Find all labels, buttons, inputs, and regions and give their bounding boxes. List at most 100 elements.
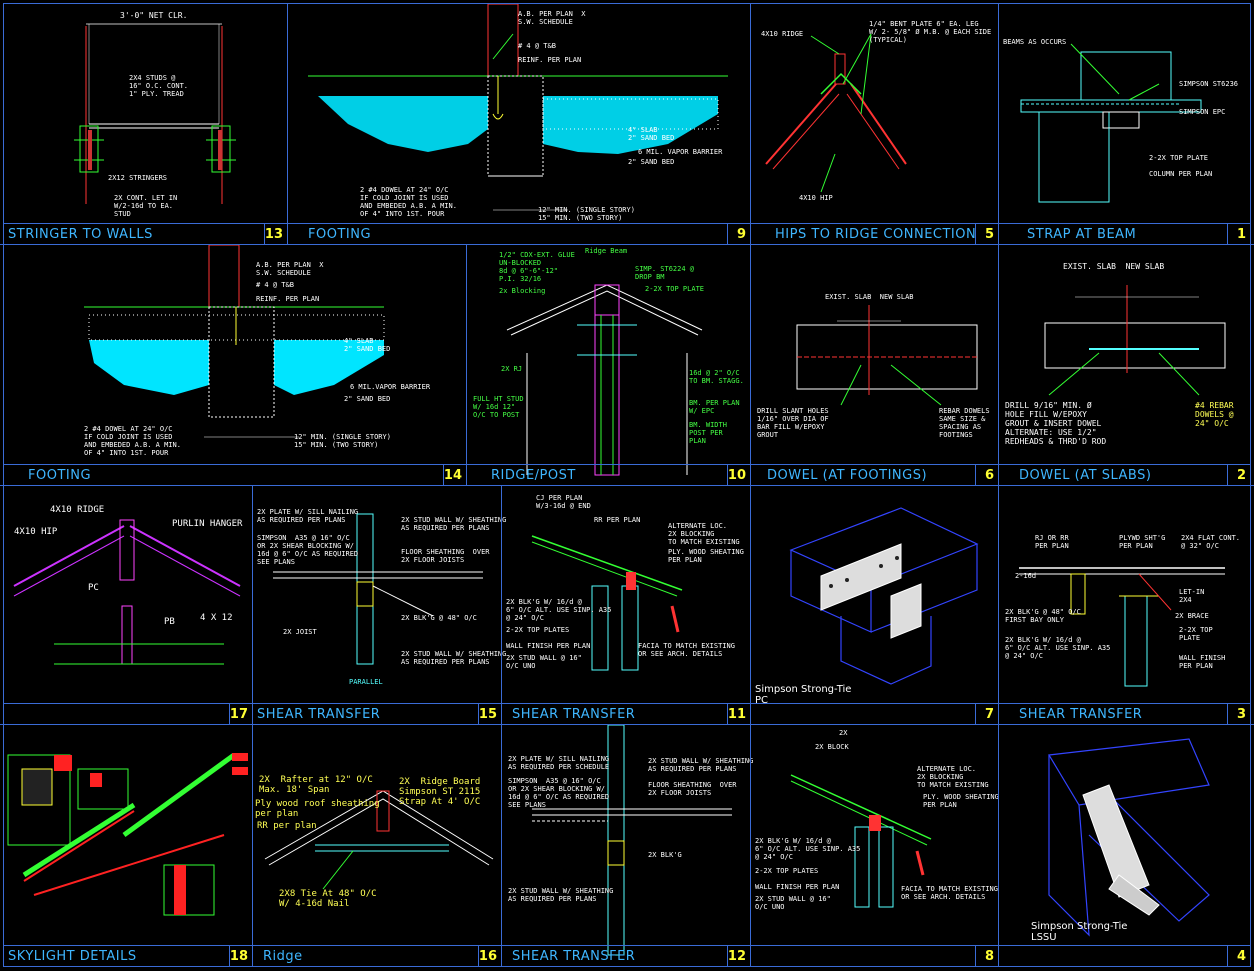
note: ALTERNATE LOC. 2X BLOCKING TO MATCH EXIS… [917,765,989,789]
panel-title: SHEAR TRANSFER [257,707,381,722]
panel-number: 18 [229,949,248,964]
note: 2-2X TOP PLATE [645,285,705,293]
note: 2X4 FLAT CONT. @ 32" O/C [1181,534,1241,550]
panel-title: FOOTING [28,468,92,483]
note: 2X Ridge Board Simpson ST 2115 Strap At … [399,777,481,807]
note: RR per plan [257,821,317,831]
note: EXIST. SLAB NEW SLAB [1063,262,1165,271]
note: 4X10 HIP [14,527,58,537]
note: EXIST. SLAB NEW SLAB [825,293,914,301]
panel-number: 10 [727,468,746,483]
panel-title: FOOTING [308,227,372,242]
dowel-footings-drawing [796,305,978,406]
panel-title: STRINGER TO WALLS [8,227,153,242]
title-bar [999,945,1250,966]
note: 2X BLK'G W/ 16/d @ 6" O/C ALT. USE SINP.… [506,598,612,622]
note: 2x Blocking [499,287,546,295]
note: FLOOR SHEATHING OVER 2X FLOOR JOISTS [401,548,490,564]
panel-title: RIDGE/POST [491,468,576,483]
panel-stringer-to-walls: 3'-0" NET CLR. 2X4 STUDS @ 16" O.C. CONT… [4,4,287,244]
note: DRILL 9/16" MIN. Ø HOLE FILL W/EPOXY GRO… [1005,401,1107,446]
panel-skylight-details: SKYLIGHT DETAILS 18 [4,725,252,966]
panel-number: 12 [727,949,746,964]
note: #4 REBAR DOWELS @ 24" O/C [1195,401,1234,428]
panel-title: DOWEL (AT SLABS) [1019,468,1152,483]
panel-ridge-post: 1/2" CDX-EXT. GLUE UN-BLOCKED 8d @ 6"-6"… [467,245,750,485]
note: WALL FINISH PER PLAN [1179,654,1226,670]
panel-shear-transfer-8: 2X 2X BLOCK ALTERNATE LOC. 2X BLOCKING T… [751,725,999,966]
panel-shear-transfer-12: 2X PLATE W/ SILL NAILING AS REQUIRED PER… [502,724,753,966]
panel-title: STRAP AT BEAM [1027,227,1137,242]
note: PC [88,583,99,593]
note: 2X STUD WALL W/ SHEATHING AS REQUIRED PE… [401,650,507,666]
note: REBAR DOWELS SAME SIZE & SPACING AS FOOT… [939,407,990,439]
panel-number: 2 [1236,468,1246,483]
panel-title: SHEAR TRANSFER [512,949,636,964]
note: 2-2X TOP PLATES [755,867,819,875]
note: SIMP. ST6224 @ DROP BM [635,265,695,281]
panel-dowel-slabs: EXIST. SLAB NEW SLAB DRILL 9/16" MIN. Ø … [999,245,1250,485]
note: SIMPSON A35 @ 16" O/C OR 2X SHEAR BLOCKI… [257,534,359,566]
panel-number: 16 [478,949,497,964]
note: REINF. PER PLAN [518,56,582,64]
note: 2X4 STUDS @ 16" O.C. CONT. 1" PLY. TREAD [129,74,189,98]
note: SIMPSON ST6236 [1179,80,1239,88]
note: FLOOR SHEATHING OVER 2X FLOOR JOISTS [648,781,737,797]
panel-number: 14 [443,468,462,483]
footing-9-drawing [308,3,728,211]
note: 2X STUD WALL W/ SHEATHING AS REQUIRED PE… [401,516,507,532]
note: 2X STUD WALL @ 16" O/C UNO [506,654,582,670]
note: FACIA TO MATCH EXISTING OR SEE ARCH. DET… [638,642,735,658]
note: 2X BLK'G @ 48" O/C FIRST BAY ONLY [1005,608,1081,624]
note: 4 X 12 [200,613,233,623]
dowel-slabs-drawing [1044,285,1226,396]
note: 2X STUD WALL W/ SHEATHING AS REQUIRED PE… [508,887,614,903]
note: 1/4" BENT PLATE 6" EA. LEG W/ 2- 5/8" Ø … [869,20,992,44]
note: ALTERNATE LOC. 2X BLOCKING TO MATCH EXIS… [668,522,740,546]
title-bar [751,945,998,966]
panel-shear-transfer-3: RJ OR RR PER PLAN PLYWD SHT'G PER PLAN 2… [999,486,1250,724]
note: 2X [839,729,848,737]
note: # 4 @ T&B [256,281,294,289]
subtitle: Simpson Strong-Tie LSSU [1031,921,1128,943]
panel-simpson-pc: Simpson Strong-Tie PC 7 [751,486,998,724]
note: PLYWD SHT'G PER PLAN [1119,534,1166,550]
panel-title: Ridge [263,949,303,964]
note: 2X BLK'G W/ 16/d @ 6" O/C ALT. USE SINP.… [755,837,861,861]
note: 2X BLOCK [815,743,849,751]
note: CJ PER PLAN W/3-16d @ END [536,494,591,510]
note: COLUMN PER PLAN [1149,170,1213,178]
note: 2X PLATE W/ SILL NAILING AS REQUIRED PER… [257,508,359,524]
note: # 4 @ T&B [518,42,556,50]
panel-number: 7 [984,707,994,722]
note: 4" SLAB 2" SAND BED [628,126,675,142]
panel-purlin-detail: 4X10 RIDGE 4X10 HIP PURLIN HANGER PC PB … [4,486,252,724]
note: DRILL SLANT HOLES 1/16" OVER DIA OF BAR … [757,407,829,439]
note: 2X Rafter at 12" O/C Max. 18' Span [259,775,373,795]
note: PB [164,617,175,627]
note: 2X CONT. LET IN W/2-16d TO EA. STUD [114,194,178,218]
note: 2X JOIST [283,628,317,636]
panel-title: SHEAR TRANSFER [1019,707,1143,722]
ridge-16-drawing [264,790,494,890]
panel-number: 15 [478,707,497,722]
note: PLY. WOOD SHEATING PER PLAN [668,548,744,564]
panel-hips-to-ridge: 4X10 RIDGE 1/4" BENT PLATE 6" EA. LEG W/… [751,4,998,244]
note: RR PER PLAN [594,516,641,524]
note: 2-2X TOP PLATES [506,626,570,634]
panel-number: 6 [984,468,994,483]
note: Ridge Beam [585,247,628,255]
note: 4X10 HIP [799,194,833,202]
note: 2X STUD WALL @ 16" O/C UNO [755,895,831,911]
note: REINF. PER PLAN [256,295,320,303]
note: WALL FINISH PER PLAN [506,642,591,650]
note: 2X BLK'G @ 48" O/C [401,614,477,622]
panel-number: 17 [229,707,248,722]
panel-title: SHEAR TRANSFER [512,707,636,722]
panel-number: 4 [1236,949,1246,964]
note: 2X PLATE W/ SILL NAILING AS REQUIRED PER… [508,755,610,771]
note: WALL FINISH PER PLAN [755,883,840,891]
note: 12" MIN. (SINGLE STORY) 15" MIN. (TWO ST… [294,433,391,449]
shear-transfer-3-drawing [1019,567,1225,687]
note: 4X10 RIDGE [761,30,804,38]
